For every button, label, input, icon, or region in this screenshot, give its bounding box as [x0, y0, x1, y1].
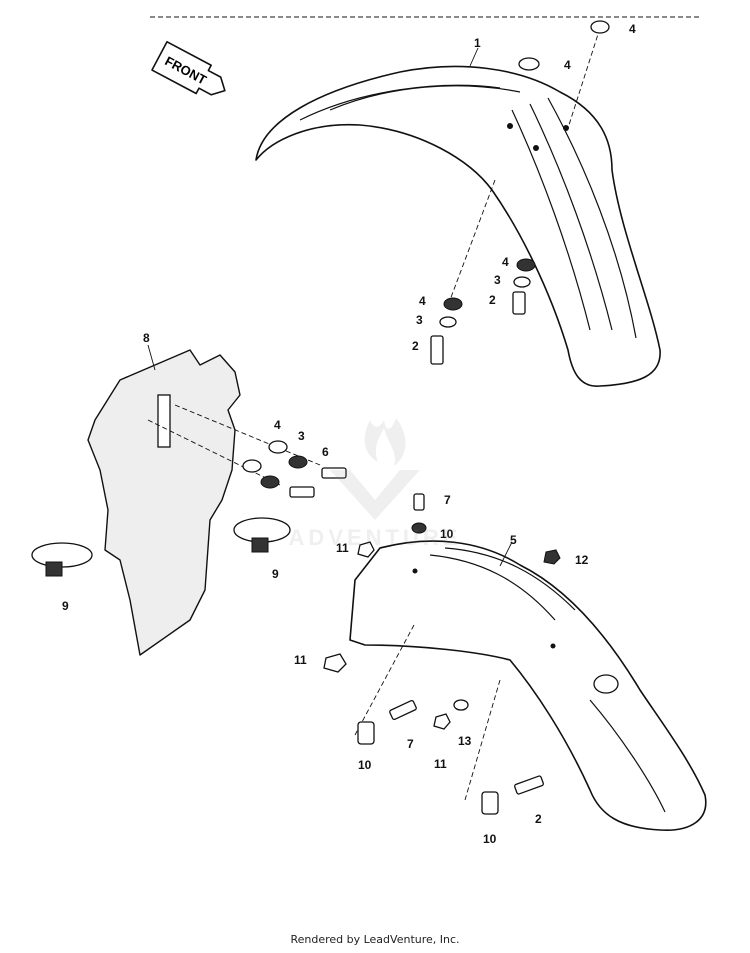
washer [518, 57, 540, 71]
callout-4: 4 [274, 418, 281, 432]
callout-4: 4 [629, 22, 636, 36]
callout-2: 2 [535, 812, 542, 826]
callout-10: 10 [358, 758, 372, 772]
callout-labels: 1 4 4 4 3 2 4 3 2 8 4 3 6 7 10 11 5 12 9… [62, 22, 636, 846]
bolt [289, 486, 315, 498]
callout-4: 4 [564, 58, 571, 72]
callout-4: 4 [419, 294, 426, 308]
bolt [413, 493, 425, 511]
nut [323, 653, 347, 673]
front-fender [255, 65, 661, 387]
bushing [357, 721, 375, 745]
mud-flap [87, 349, 241, 656]
bolt [389, 699, 417, 721]
leader-rear-fender [499, 541, 513, 567]
hardware-stack-right [512, 258, 536, 315]
washer [288, 455, 308, 469]
clamp-left [31, 542, 93, 577]
watermark-text: ADVENTURE [289, 525, 462, 550]
footer-credit: Rendered by LeadVenture, Inc. [290, 933, 460, 946]
dash-line-front-top [567, 27, 601, 129]
callout-7: 7 [444, 493, 451, 507]
callout-3: 3 [494, 273, 501, 287]
hardware-stack-left [430, 297, 463, 365]
callout-2: 2 [489, 293, 496, 307]
callout-8: 8 [143, 331, 150, 345]
dash-line-rear-b [464, 679, 501, 801]
callout-3: 3 [416, 313, 423, 327]
callout-11: 11 [336, 541, 349, 555]
dash-line-front-low [449, 179, 496, 301]
callout-5: 5 [510, 533, 517, 547]
washer [453, 699, 469, 711]
callout-7: 7 [407, 737, 414, 751]
bolt [321, 467, 347, 479]
nut [543, 549, 561, 565]
callout-10: 10 [483, 832, 497, 846]
dash-bolt-line-a [174, 404, 321, 466]
rear-fender [349, 540, 707, 831]
callout-12: 12 [575, 553, 589, 567]
washer [268, 440, 288, 454]
front-arrow-icon: FRONT [151, 40, 226, 96]
clamp-right [233, 517, 291, 553]
callout-9: 9 [272, 567, 279, 581]
watermark-logo: ADVENTURE [289, 418, 462, 550]
callout-9: 9 [62, 599, 69, 613]
callout-10: 10 [440, 527, 454, 541]
nut [357, 541, 375, 558]
callout-2: 2 [412, 339, 419, 353]
leader-mud-flap [147, 344, 156, 371]
leader-front-fender [469, 47, 479, 67]
washer [590, 20, 610, 34]
washer [242, 459, 262, 473]
washer [411, 522, 427, 534]
washer [260, 475, 280, 489]
bushing [481, 791, 499, 815]
callout-11: 11 [294, 653, 307, 667]
callout-4: 4 [502, 255, 509, 269]
callout-1: 1 [474, 36, 481, 50]
callout-6: 6 [322, 445, 329, 459]
callout-3: 3 [298, 429, 305, 443]
callout-11: 11 [434, 757, 447, 771]
callout-13: 13 [458, 734, 472, 748]
nut [433, 713, 451, 730]
bolt [514, 775, 544, 795]
dash-bolt-line-b [147, 419, 281, 486]
dash-line-rear-a [354, 624, 415, 736]
